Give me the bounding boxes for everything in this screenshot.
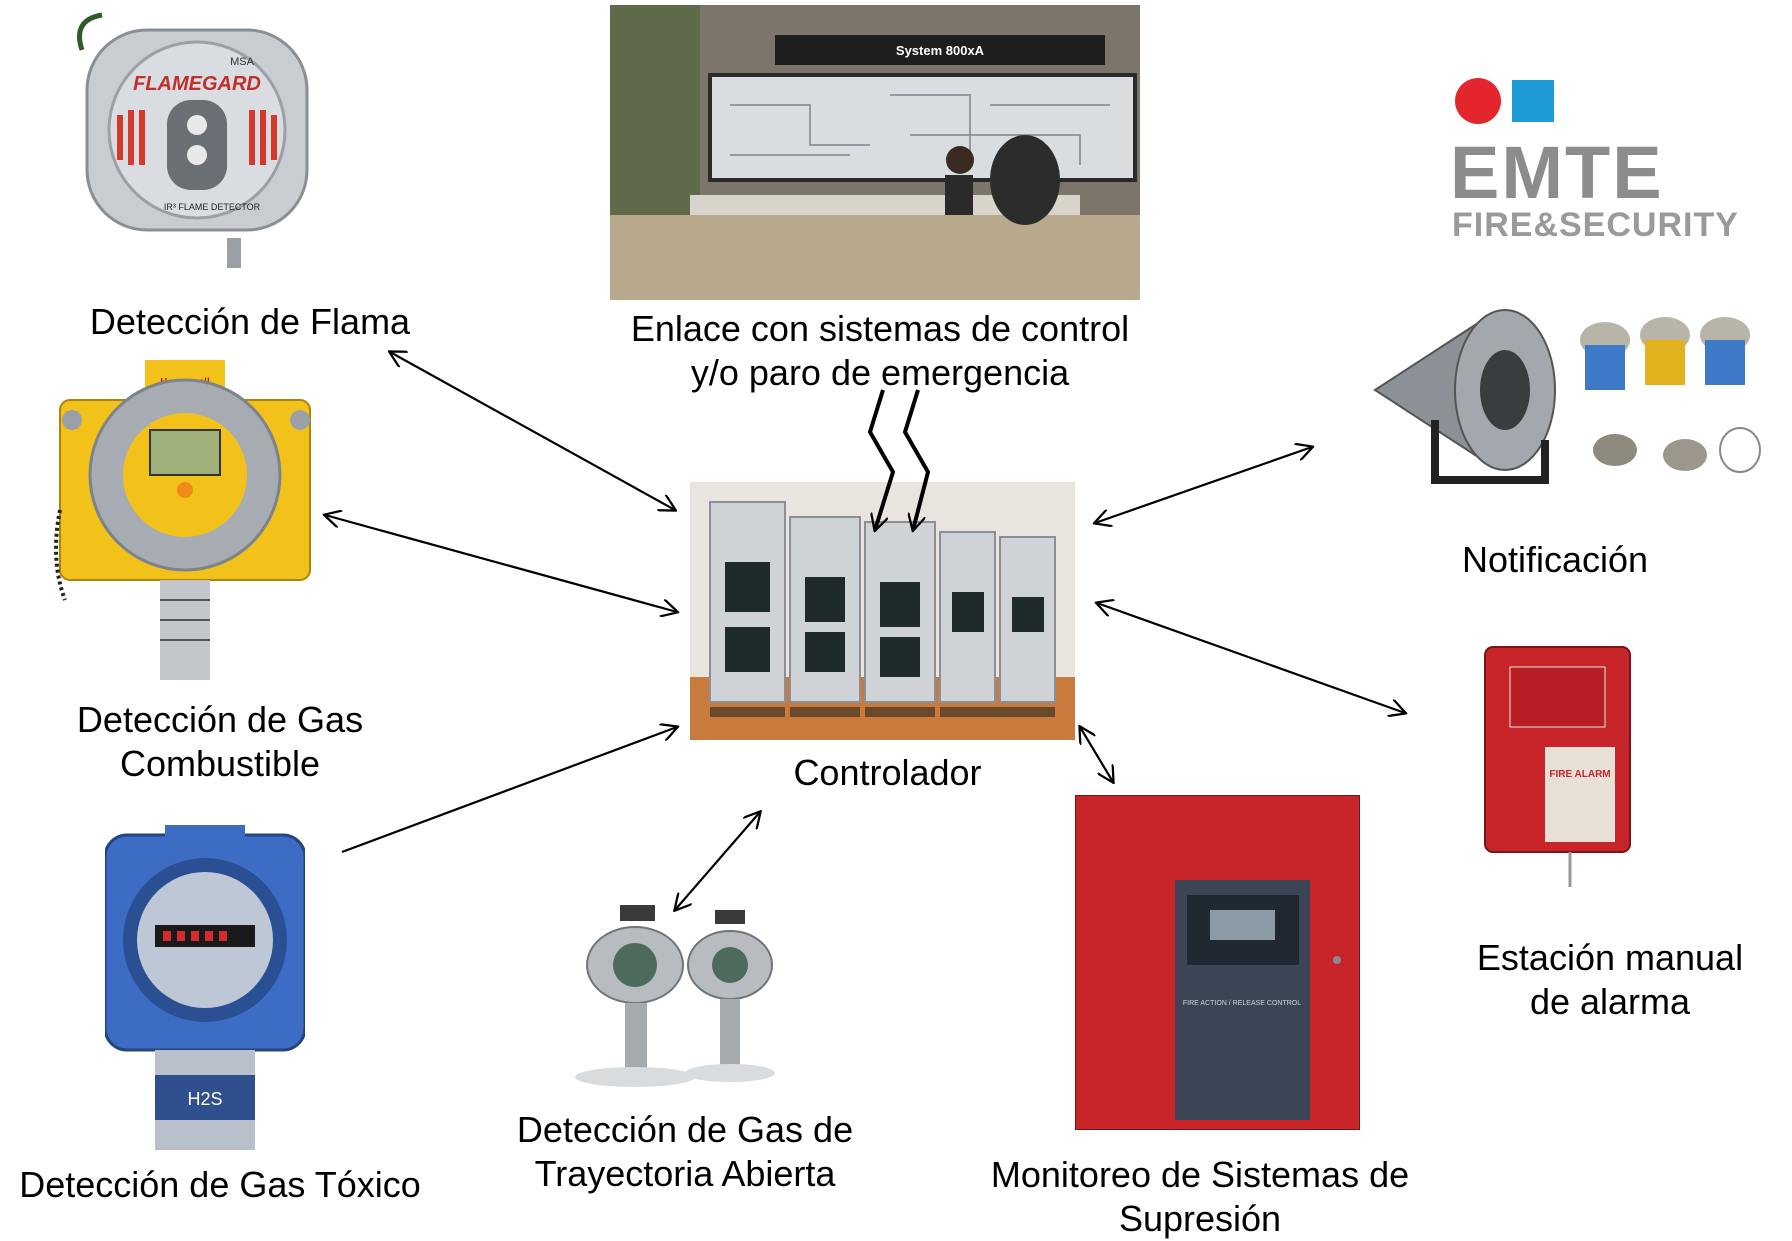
toxic-gas-detector-image: H2S	[103, 825, 307, 1150]
logo-red-dot	[1455, 78, 1501, 124]
arrow-manual-controller	[1097, 603, 1405, 713]
label-flame-detection: Detección de Flama	[89, 301, 411, 342]
logo-blue-square	[1512, 80, 1554, 122]
label-combustible-gas: Detección de Gas Combustible	[76, 699, 364, 784]
label-manual-alarm: Estación manual de alarma	[1476, 937, 1744, 1022]
arrow-notification-controller	[1095, 447, 1312, 523]
label-controller: Controlador	[793, 752, 982, 793]
control-room-image: System 800xA	[610, 5, 1140, 300]
controller-image	[690, 482, 1075, 740]
logo-text-fire-security: FIRE&SECURITY	[1452, 206, 1739, 244]
flamegard-brand-text: FLAMEGARD	[133, 73, 261, 95]
svg-text:FIRE ACTION / RELEASE CONTROL: FIRE ACTION / RELEASE CONTROL	[1183, 1000, 1301, 1007]
suppression-panel-image: FIRE ACTION / RELEASE CONTROL	[1074, 794, 1361, 1131]
svg-text:System 800xA: System 800xA	[896, 43, 985, 58]
svg-text:MSA: MSA	[230, 56, 255, 68]
notification-devices-image	[1355, 290, 1765, 490]
emte-logo: EMTE FIRE&SECURITY	[1450, 75, 1740, 245]
arrow-combustible-controller	[325, 515, 677, 612]
label-open-path-gas: Detección de Gas de Trayectoria Abierta	[516, 1109, 854, 1194]
arrow-suppression-controller	[1080, 727, 1113, 782]
svg-text:H2S: H2S	[187, 1089, 222, 1109]
label-control-link: Enlace con sistemas de control y/o paro …	[630, 308, 1130, 393]
manual-alarm-station-image: FIRE ALARM	[1480, 642, 1635, 892]
label-notification: Notificación	[1461, 539, 1649, 580]
svg-text:FIRE ALARM: FIRE ALARM	[1549, 769, 1610, 780]
logo-text-emte: EMTE	[1450, 131, 1664, 214]
arrow-openpath-controller	[675, 812, 760, 910]
label-suppression: Monitoreo de Sistemas de Supresión	[990, 1154, 1410, 1239]
svg-text:IR³ FLAME DETECTOR: IR³ FLAME DETECTOR	[164, 202, 261, 212]
label-toxic-gas: Detección de Gas Tóxico	[19, 1164, 421, 1205]
combustible-gas-detector-image: Honeywell	[50, 360, 320, 680]
open-path-gas-detector-image	[565, 905, 780, 1095]
flame-detector-image: FLAMEGARD MSA IR³ FLAME DETECTOR	[62, 10, 332, 270]
